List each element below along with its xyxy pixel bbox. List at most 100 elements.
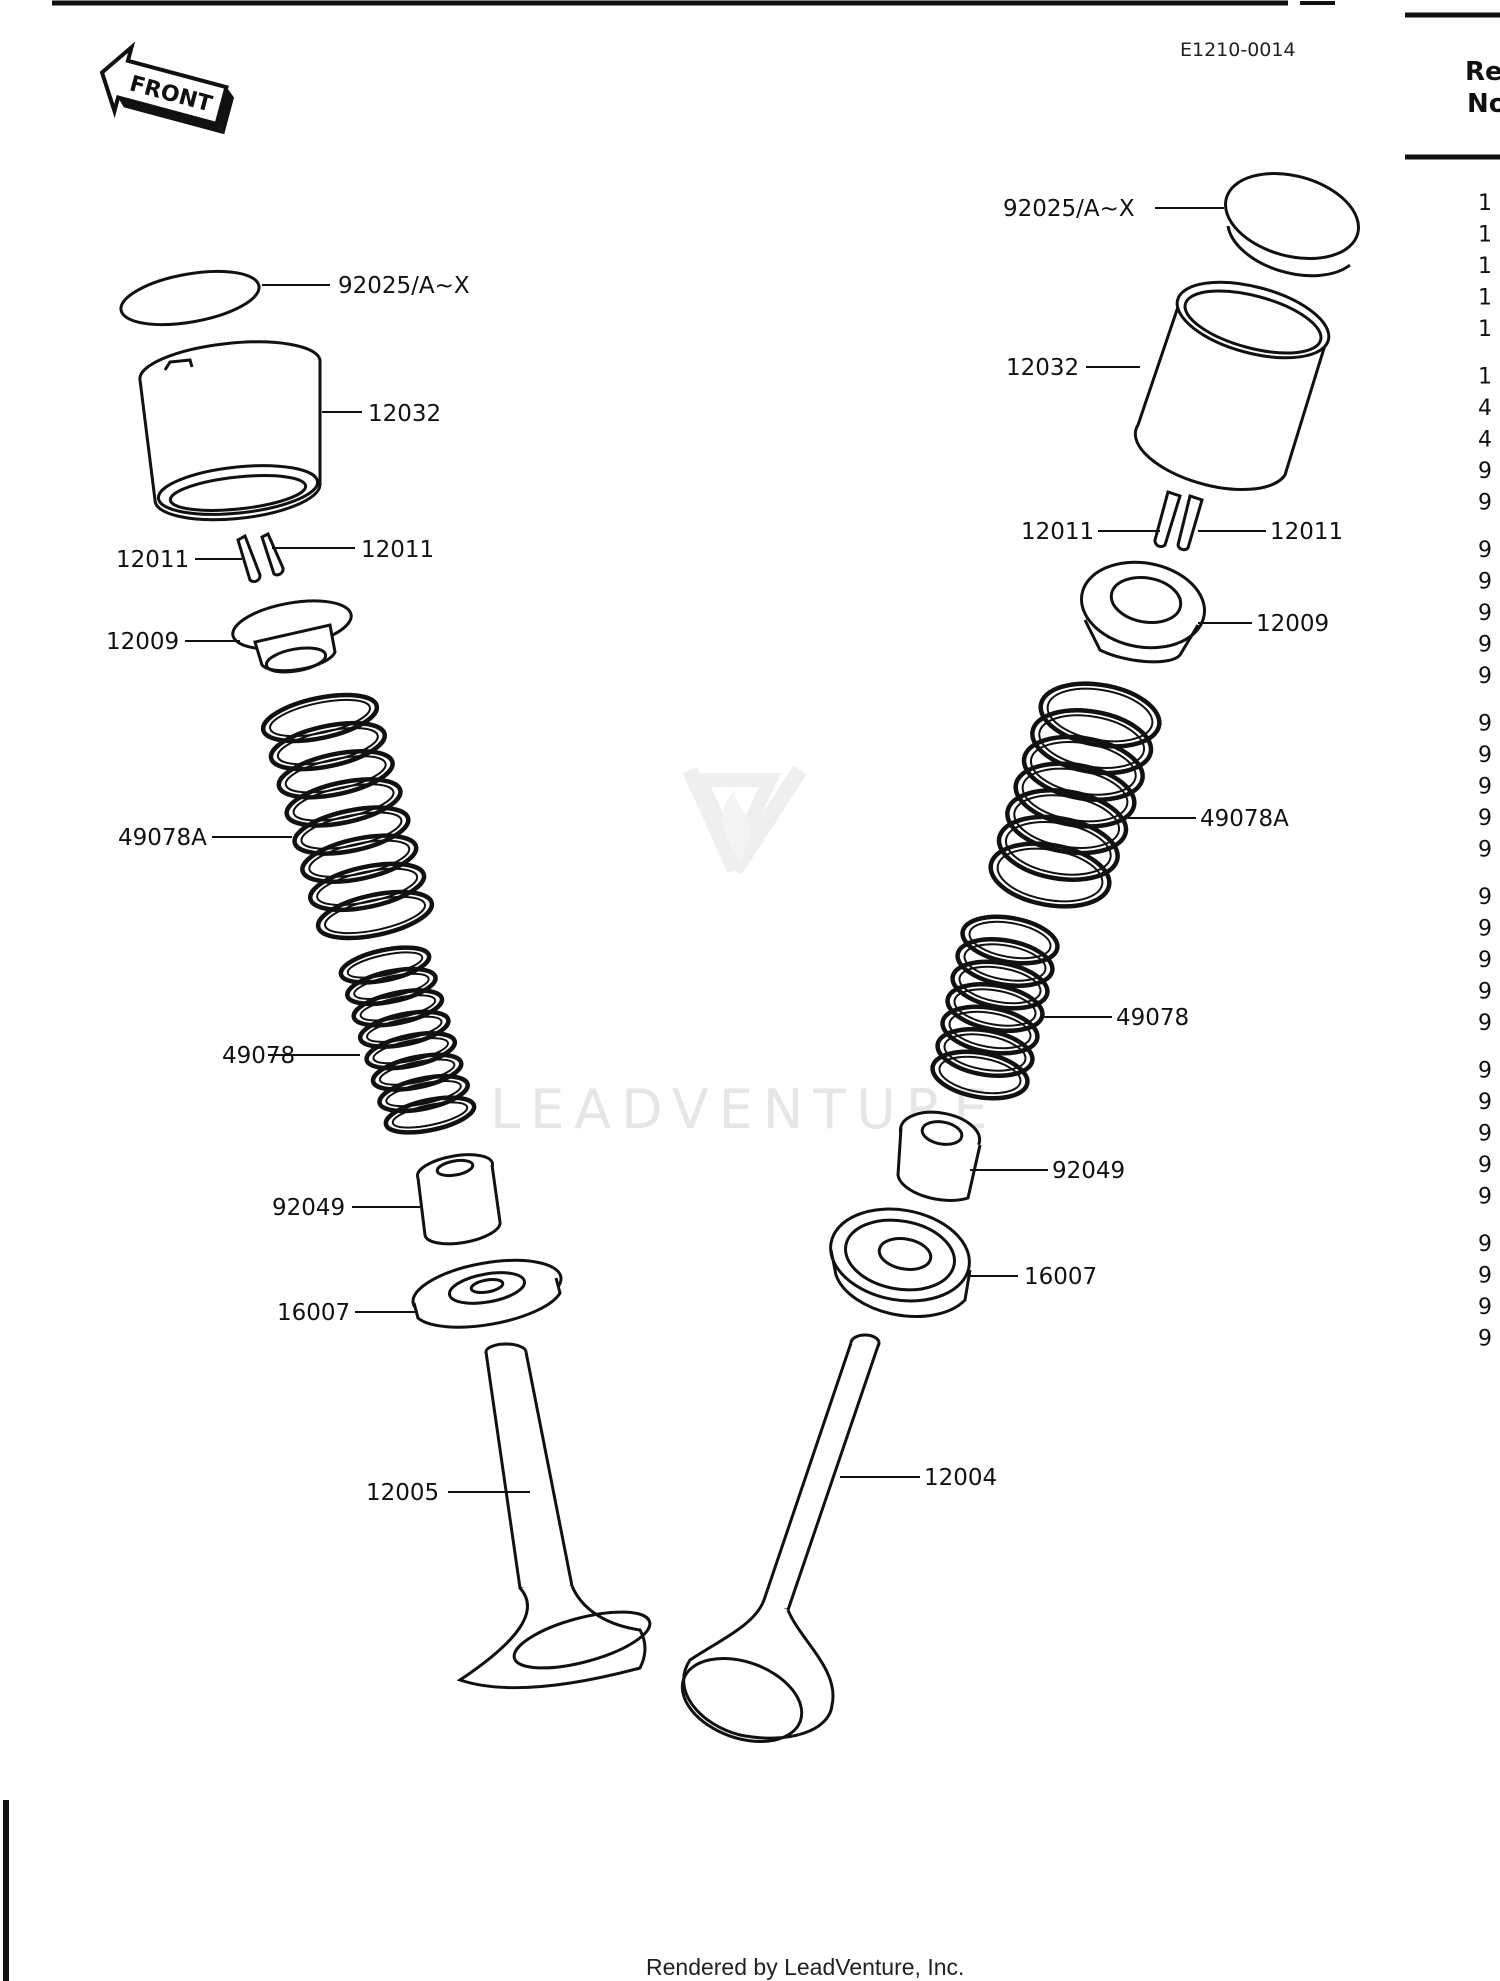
left-keepers <box>236 531 285 583</box>
spring-coil <box>292 805 411 856</box>
spring-coil <box>316 867 419 906</box>
label-left-lifter: 12032 <box>368 401 441 427</box>
spring-coil <box>345 966 438 1007</box>
right-inner-spring <box>930 914 1060 1101</box>
label-right-retainer: 12009 <box>1256 611 1329 637</box>
spring-coil <box>308 839 411 878</box>
spring-coil <box>391 1101 469 1129</box>
spring-coil <box>370 1052 464 1092</box>
left-spring-seat <box>411 1258 563 1329</box>
spring-coil <box>935 1027 1035 1078</box>
footer-credit: Rendered by LeadVenture, Inc. <box>646 1954 964 1980</box>
ref-number-stub: 9 <box>1478 633 1492 658</box>
spring-coil <box>260 692 380 744</box>
ref-number-stub: 1 <box>1478 223 1492 248</box>
ref-number-stub: 9 <box>1478 491 1492 516</box>
spring-coil <box>988 841 1112 909</box>
spring-coil <box>948 1010 1032 1050</box>
left-shim <box>119 269 261 327</box>
right-keepers <box>1153 490 1204 552</box>
spring-coil <box>996 847 1104 903</box>
left-lifter <box>138 340 322 522</box>
spring-coil <box>353 972 430 1001</box>
spring-coil <box>943 1033 1027 1072</box>
ref-number-stub: 9 <box>1478 1090 1492 1115</box>
ref-number-stub: 9 <box>1478 1295 1492 1320</box>
ref-number-stub: 4 <box>1478 396 1492 421</box>
watermark-logo-icon <box>682 765 807 875</box>
spring-coil <box>300 811 403 850</box>
spring-coil <box>324 895 426 935</box>
ref-number-stub: 9 <box>1478 885 1492 910</box>
ref-number-stub: 9 <box>1478 1122 1492 1147</box>
left-outer-spring <box>260 692 435 941</box>
spring-coil <box>953 988 1037 1027</box>
left-valve-12005 <box>456 1342 652 1690</box>
label-right-shim: 92025/A~X <box>1003 196 1135 222</box>
right-spring-seat <box>829 1207 972 1318</box>
spring-coil <box>968 920 1052 960</box>
label-left-valve: 12005 <box>366 1480 439 1506</box>
ref-number-stub: 9 <box>1478 538 1492 563</box>
spring-coil <box>383 1095 477 1135</box>
right-valve-12004 <box>680 1333 881 1744</box>
spring-coil <box>930 1049 1030 1101</box>
spring-coil <box>276 727 379 766</box>
spring-coil <box>315 889 435 941</box>
ref-number-stub: 9 <box>1478 459 1492 484</box>
spring-coil <box>359 994 437 1022</box>
spring-coil <box>292 783 395 822</box>
spring-coil <box>284 755 387 794</box>
ref-number-stub: 9 <box>1478 1327 1492 1352</box>
label-right-valve: 12004 <box>924 1465 997 1491</box>
ref-number-stub: 9 <box>1478 980 1492 1005</box>
label-left-keeper-a: 12011 <box>116 547 189 573</box>
ref-header-line1: Re <box>1465 57 1500 87</box>
front-arrow-icon: FRONT <box>99 41 235 135</box>
label-right-inner-spring: 49078 <box>1116 1005 1189 1031</box>
spring-coil <box>346 951 424 979</box>
label-right-keeper-b: 12011 <box>1270 519 1343 545</box>
ref-number-stub: 9 <box>1478 1185 1492 1210</box>
spring-coil <box>963 943 1047 982</box>
ref-number-stub: 9 <box>1478 775 1492 800</box>
right-lifter <box>1133 280 1331 492</box>
left-retainer <box>231 599 353 674</box>
label-left-inner-spring: 49078 <box>222 1043 295 1069</box>
spring-coil <box>938 1055 1022 1095</box>
ref-number-stub: 9 <box>1478 1153 1492 1178</box>
right-seal <box>896 1110 982 1202</box>
label-right-keeper-a: 12011 <box>1021 519 1094 545</box>
ref-number-stub: 9 <box>1478 1011 1492 1036</box>
label-left-retainer: 12009 <box>106 629 179 655</box>
ref-number-stub: 1 <box>1478 191 1492 216</box>
ref-number-stub: 1 <box>1478 286 1492 311</box>
right-shim <box>1224 172 1360 278</box>
label-left-keeper-b: 12011 <box>361 537 434 563</box>
right-outer-spring <box>988 681 1162 909</box>
ref-number-stub: 9 <box>1478 1059 1492 1084</box>
label-right-spring-seat: 16007 <box>1024 1264 1097 1290</box>
label-left-seal: 92049 <box>272 1195 345 1221</box>
leader-lines <box>185 207 1266 1493</box>
label-right-outer-spring: 49078A <box>1200 806 1289 832</box>
ref-number-stub: 9 <box>1478 712 1492 737</box>
ref-number-stub: 9 <box>1478 570 1492 595</box>
label-right-lifter: 12032 <box>1006 355 1079 381</box>
left-inner-spring <box>338 945 477 1135</box>
ref-number-stub: 9 <box>1478 664 1492 689</box>
spring-coil <box>276 749 395 800</box>
spring-coil <box>357 1009 451 1049</box>
ref-number-stub: 1 <box>1478 365 1492 390</box>
right-retainer <box>1080 560 1206 664</box>
spring-coil <box>364 1031 458 1071</box>
ref-number-stub: 9 <box>1478 917 1492 942</box>
label-right-seal: 92049 <box>1052 1158 1125 1184</box>
ref-number-stub: 1 <box>1478 254 1492 279</box>
spring-coil <box>338 945 432 985</box>
spring-coil <box>308 861 427 913</box>
spring-coil <box>385 1079 462 1108</box>
ref-number-stub: 9 <box>1478 1264 1492 1289</box>
